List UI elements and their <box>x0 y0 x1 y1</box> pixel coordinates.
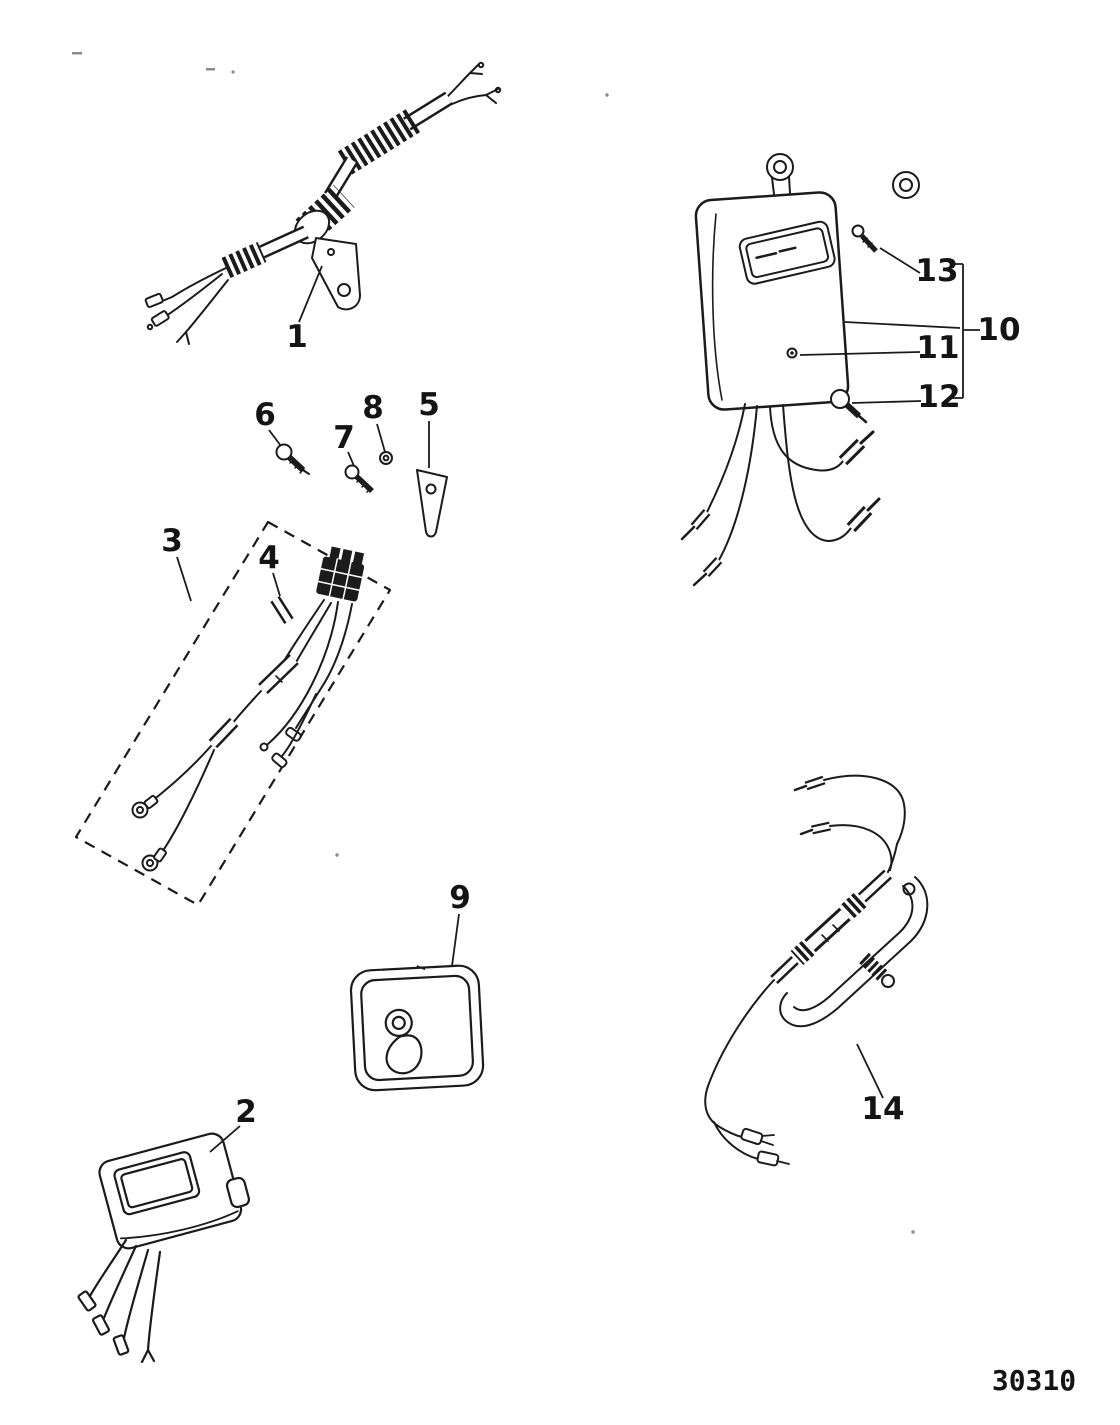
part-7-screw <box>344 464 374 494</box>
part-13-screw <box>851 224 878 253</box>
bracket-strap-outer <box>779 876 929 1028</box>
callout-1-label: 1 <box>286 319 308 355</box>
part-2-control-module <box>77 1132 251 1364</box>
callout-8: 8 <box>362 390 386 453</box>
callout-9-label: 9 <box>449 880 471 916</box>
mounting-grommet-top <box>766 153 794 195</box>
plug-top-right <box>892 171 920 199</box>
callout-10: 10 <box>844 263 1021 399</box>
callout-13-label: 13 <box>915 253 958 289</box>
callout-12-label: 12 <box>917 379 960 415</box>
print-specks <box>72 52 915 1234</box>
callout-6-label: 6 <box>254 397 276 433</box>
callout-7: 7 <box>333 420 355 467</box>
bullet-terminal-large-1 <box>838 430 875 466</box>
part-6-screw <box>275 443 310 475</box>
part-12-bulb-connector <box>830 389 868 424</box>
callout-12: 12 <box>851 379 961 415</box>
callout-4: 4 <box>258 540 281 597</box>
part-9-gasket-cover <box>349 964 485 1092</box>
bullet-terminal-top-2 <box>799 821 831 836</box>
module-label-plate <box>738 220 836 285</box>
callout-6: 6 <box>254 397 282 447</box>
callout-2: 2 <box>209 1094 257 1153</box>
callout-8-label: 8 <box>362 390 384 426</box>
part-1-cable-clamp-assembly <box>144 61 502 345</box>
callout-1: 1 <box>286 265 323 355</box>
part-5-bracket <box>416 469 448 538</box>
callout-9: 9 <box>449 880 471 967</box>
callout-11: 11 <box>799 330 960 366</box>
callout-14: 14 <box>856 1043 905 1127</box>
harness-connector-block <box>316 546 365 602</box>
callout-7-label: 7 <box>333 420 355 456</box>
callout-3: 3 <box>161 523 192 602</box>
drawing-number: 30310 <box>992 1364 1076 1397</box>
callout-13: 13 <box>879 247 959 289</box>
bullet-terminal-small-1 <box>680 509 711 541</box>
part-4-sleeve-connector <box>270 596 294 624</box>
bracket-strap-inner <box>793 885 914 1012</box>
callout-5: 5 <box>418 387 440 468</box>
bullet-terminal-small-2 <box>692 556 723 587</box>
callout-3-label: 3 <box>161 523 183 559</box>
part-11-pin <box>786 347 798 359</box>
part-14-harness-bracket-assembly <box>704 774 929 1167</box>
callout-2-label: 2 <box>235 1094 257 1130</box>
bullet-terminal-large-2 <box>846 497 881 533</box>
callout-14-label: 14 <box>861 1091 904 1127</box>
callout-11-label: 11 <box>916 330 959 366</box>
callout-4-label: 4 <box>258 540 280 576</box>
part-10-module-assembly <box>680 153 920 587</box>
part-3-wiring-harness <box>74 520 392 907</box>
callouts: 1 2 3 4 5 6 7 8 <box>161 247 1021 1153</box>
callout-5-label: 5 <box>418 387 440 423</box>
part-8-washer <box>379 451 393 465</box>
bullet-terminal-top-1 <box>793 775 826 792</box>
callout-10-label: 10 <box>977 312 1020 348</box>
